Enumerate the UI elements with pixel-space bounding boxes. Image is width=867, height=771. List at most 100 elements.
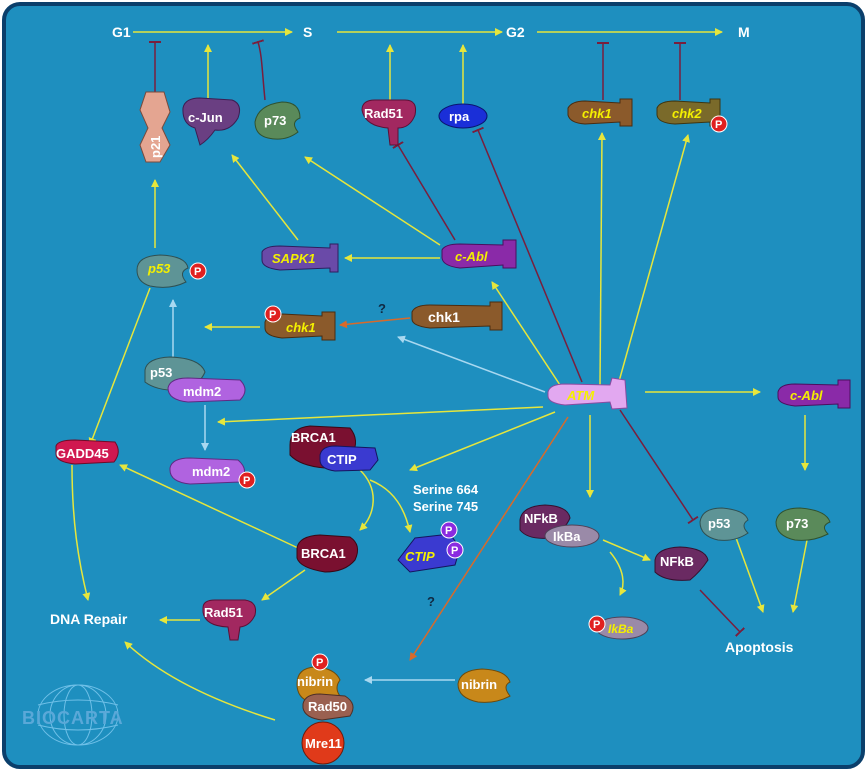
label-ctip-complex: CTIP [327, 452, 357, 467]
edge-p73right-apoptosis [790, 534, 809, 613]
protein-nibrin: nibrin [457, 668, 511, 703]
edge-brca1-rad51 [261, 569, 306, 601]
edge-p53p-gadd45 [88, 287, 151, 446]
label-rad51-top: Rad51 [364, 106, 403, 121]
protein-mdm2-phos: mdm2 P [169, 457, 256, 489]
edge-ikba-ikbap [609, 551, 627, 596]
protein-cabl-mid: c-Abl [441, 239, 517, 269]
protein-rad51: Rad51 [202, 599, 256, 641]
edge-brcactip-ctip [369, 479, 413, 533]
edge-p73-g1 [251, 39, 266, 101]
edge-chk1-chk1p [339, 317, 411, 329]
label-nibrin-complex: nibrin [297, 674, 333, 689]
label-p73-right: p73 [786, 516, 808, 531]
label-sapk1: SAPK1 [272, 251, 315, 266]
phospho-nibrin: P [316, 657, 323, 669]
edge-mre11-dnarepair [124, 641, 276, 721]
phase-g2: G2 [506, 24, 525, 40]
protein-p21: p21 [139, 91, 171, 163]
phase-m: M [738, 24, 750, 40]
label-nfkb-complex: NFkB [524, 511, 558, 526]
edge-cabl-rad51 [392, 141, 456, 241]
phase-g1: G1 [112, 24, 131, 40]
protein-chk1-top: chk1 [567, 98, 633, 127]
phase-s: S [303, 24, 312, 40]
label-ikba-complex: IkBa [553, 529, 581, 544]
label-nibrin: nibrin [461, 677, 497, 692]
protein-nfkb: NFkB [654, 546, 709, 581]
label-cjun: c-Jun [188, 110, 223, 125]
label-chk1-phos: chk1 [286, 320, 316, 335]
protein-p53-mdm2-complex: p53 mdm2 [144, 356, 246, 403]
label-p73-top: p73 [264, 113, 286, 128]
label-p53-right: p53 [708, 516, 730, 531]
protein-p53-right: p53 [699, 507, 749, 541]
protein-chk2-top: chk2 P [656, 98, 728, 133]
edge-nfkb-apoptosis [699, 589, 746, 637]
label-serine-664: Serine 664 [413, 482, 479, 497]
label-gadd45: GADD45 [56, 446, 109, 461]
edge-brcactip-brca1 [359, 469, 374, 531]
phospho-chk2: P [715, 119, 722, 131]
edges [71, 28, 809, 721]
label-chk1-mid: chk1 [428, 309, 460, 325]
protein-atm: ATM [547, 377, 628, 410]
edge-p53right-apoptosis [734, 534, 765, 613]
phospho-p53: P [194, 266, 201, 278]
label-cabl-mid: c-Abl [455, 249, 488, 264]
edge-sapk1-cjun [231, 154, 299, 241]
edge-atm-chk1 [597, 132, 606, 386]
label-ikba-phos: IkBa [608, 622, 634, 636]
label-chk2-top: chk2 [672, 106, 702, 121]
label-cabl-right: c-Abl [790, 388, 823, 403]
protein-p53-phos: p53 P [136, 254, 207, 288]
edge-atm-p53right [619, 409, 699, 525]
protein-gadd45: GADD45 [55, 439, 119, 465]
label-rad51: Rad51 [204, 605, 243, 620]
label-p21: p21 [148, 136, 163, 158]
label-serine-745: Serine 745 [413, 499, 478, 514]
label-brca1-complex: BRCA1 [291, 430, 336, 445]
protein-cabl-right: c-Abl [777, 379, 851, 409]
edge-atm-rpa [472, 126, 583, 383]
protein-rad51-top: Rad51 [361, 99, 416, 146]
phospho-ctip-2: P [451, 545, 458, 557]
edge-atm-cabl [491, 281, 561, 386]
protein-ctip-phos: CTIP P P [397, 521, 464, 573]
protein-nfkb-ikba-complex: NFkB IkBa [519, 504, 600, 548]
label-ctip-phos: CTIP [405, 549, 435, 564]
protein-nibrin-rad50-mre11-complex: P nibrin Rad50 Mre11 [296, 653, 354, 765]
protein-p73-right: p73 [775, 507, 831, 541]
label-p53-phos: p53 [147, 261, 171, 276]
edge-atm-chk1-light [397, 335, 546, 393]
protein-cjun: c-Jun [182, 97, 240, 146]
label-mdm2-phos: mdm2 [192, 464, 230, 479]
protein-brca1: BRCA1 [296, 534, 359, 573]
protein-ikba-phos: P IkBa [588, 615, 649, 640]
edge-atm-nibrin [409, 416, 569, 661]
edge-brca1-gadd45 [119, 464, 299, 549]
phospho-mdm2: P [243, 475, 250, 487]
question-mark-2: ? [427, 594, 435, 609]
protein-p73-top: p73 [254, 101, 301, 140]
protein-chk1-phos: P chk1 [264, 305, 336, 341]
edge-gadd45-dnarepair [71, 464, 91, 601]
logo-text: BIOCARTA [22, 708, 124, 728]
edge-atm-p53mdm2 [217, 406, 544, 426]
protein-brca1-ctip-complex: BRCA1 CTIP [289, 425, 379, 472]
biocarta-logo: BIOCARTA [22, 684, 124, 746]
edge-atm-chk2 [617, 134, 690, 386]
label-mdm2-complex: mdm2 [183, 384, 221, 399]
edge-atm-ctip [409, 411, 556, 472]
question-mark-1: ? [378, 301, 386, 316]
label-atm: ATM [566, 388, 595, 403]
protein-chk1-mid: chk1 [411, 301, 503, 331]
protein-sapk1: SAPK1 [261, 243, 339, 273]
phospho-ikba: P [593, 619, 600, 631]
edge-cabl-p73 [304, 156, 441, 246]
label-brca1: BRCA1 [301, 546, 346, 561]
label-nfkb: NFkB [660, 554, 694, 569]
label-rpa: rpa [449, 109, 470, 124]
label-apoptosis: Apoptosis [725, 639, 794, 655]
